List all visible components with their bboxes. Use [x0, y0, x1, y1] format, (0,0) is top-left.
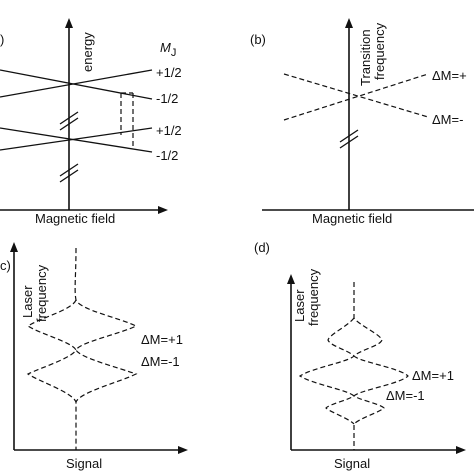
panel-b-line-minus [283, 73, 429, 118]
panel-c: c) Laser frequency ΔM=+1 ΔM=-1 Signal [0, 242, 188, 471]
panel-a-level-lower-plus [0, 127, 153, 151]
panel-a-level-label: +1/2 [156, 65, 182, 80]
panel-b-tag: (b) [250, 32, 266, 47]
panel-b-y-label-2: frequency [372, 22, 387, 80]
panel-b-y-arrow-icon [345, 18, 353, 28]
panel-b-break-mark [339, 129, 359, 143]
panel-b-y-label-1: Transition [358, 29, 373, 86]
panel-d-tag: (d) [254, 240, 270, 255]
panel-d-y-arrow-icon [287, 274, 295, 284]
panel-c-signal-right [74, 247, 138, 450]
panel-a-break-mark [59, 169, 79, 183]
panel-d-signal-right [353, 282, 409, 450]
panel-b: (b) Transition frequency ΔM=+ ΔM=- Magne… [250, 18, 474, 226]
panel-b-x-label: Magnetic field [312, 211, 392, 226]
panel-b-line-label: ΔM=- [432, 112, 463, 127]
panel-c-y-label-1: Laser [20, 285, 35, 318]
panel-d-y-label-2: frequency [306, 268, 321, 326]
panel-a-x-label: Magnetic field [35, 211, 115, 226]
panel-d-label: ΔM=+1 [412, 368, 454, 383]
panel-a-level-label: -1/2 [156, 148, 178, 163]
panel-a-x-arrow-icon [158, 206, 168, 214]
panel-a-level-label: +1/2 [156, 123, 182, 138]
panel-a-y-label: energy [80, 32, 95, 72]
panel-a-break-mark [59, 117, 79, 131]
panel-b-line-label: ΔM=+ [432, 68, 467, 83]
panel-a-mj-label: MJ [160, 40, 176, 59]
panel-a-break-mark [59, 111, 79, 125]
panel-d-x-label: Signal [334, 456, 370, 471]
panel-a-level-lower-minus [0, 127, 153, 153]
panel-a-mj-sub: J [171, 47, 177, 59]
panel-c-x-arrow-icon [178, 446, 188, 454]
panel-c-y-label-2: frequency [34, 264, 49, 322]
panel-d-y-label-1: Laser [292, 289, 307, 322]
panel-c-signal-left [26, 299, 77, 403]
panel-a-break-mark [59, 163, 79, 177]
panel-c-tag: c) [0, 258, 11, 273]
panel-a: ) energy MJ +1/2 -1/2 +1/2 -1/2 Magnetic… [0, 18, 182, 226]
panel-c-label: ΔM=+1 [141, 332, 183, 347]
panel-a-level-upper-minus [0, 69, 153, 100]
panel-a-mj-letter: M [160, 40, 171, 55]
panel-a-y-arrow-icon [65, 18, 73, 28]
panel-b-line-plus [283, 73, 429, 121]
panel-d-label: ΔM=-1 [386, 388, 425, 403]
panel-a-level-label: -1/2 [156, 91, 178, 106]
panel-a-tag: ) [0, 32, 4, 47]
panel-c-y-arrow-icon [10, 242, 18, 252]
panel-d-x-arrow-icon [456, 446, 466, 454]
panel-c-label: ΔM=-1 [141, 354, 180, 369]
panel-a-level-upper-plus [0, 69, 153, 98]
panel-c-x-label: Signal [66, 456, 102, 471]
panel-d-signal-left [298, 317, 355, 425]
panel-b-break-mark [339, 135, 359, 149]
panel-d: (d) Laser frequency ΔM=+1 ΔM=-1 Signal [254, 240, 466, 471]
